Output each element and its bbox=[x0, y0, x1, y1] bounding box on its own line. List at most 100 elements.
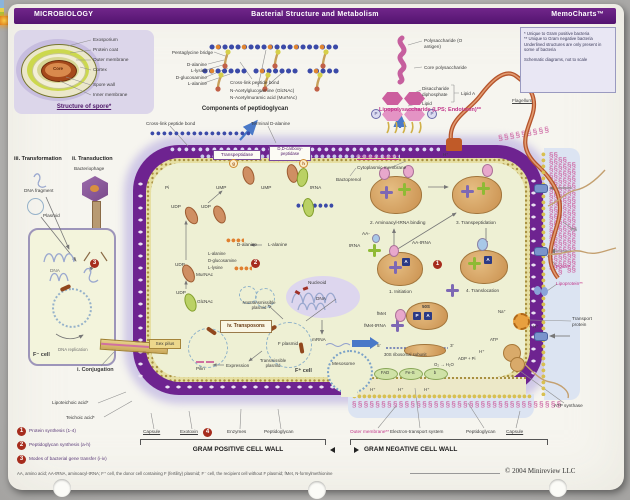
na-ion-label: Na⁺ bbox=[498, 309, 506, 314]
footer-divider bbox=[410, 473, 500, 474]
peptido-label-d-alanine: D-alanine bbox=[186, 62, 207, 67]
lps-label-lipid-a: Lipid A bbox=[461, 91, 476, 96]
pilin-strand bbox=[196, 361, 204, 363]
pentapeptide-dots bbox=[226, 238, 244, 243]
legend-item-2: Peptidoglycan synthesis (a-h) bbox=[29, 442, 91, 447]
amino-acid-ball bbox=[482, 164, 493, 177]
udp-label: UDP bbox=[201, 204, 211, 209]
phosphate-icon: P bbox=[371, 109, 381, 119]
lps-o-antigen-chain bbox=[397, 35, 407, 85]
ribosome-30s bbox=[404, 344, 446, 357]
punch-hole bbox=[53, 479, 71, 497]
peptido-label-l-alanine: L-alanine bbox=[187, 81, 207, 86]
amino-acid-ball bbox=[403, 165, 414, 178]
fad-label: FAD bbox=[380, 370, 390, 375]
h-ion-label: H⁺ bbox=[533, 324, 539, 329]
dna-replication-label: DNA replication bbox=[58, 347, 88, 352]
bead-accents-yellow bbox=[218, 49, 329, 78]
trna-icon bbox=[446, 284, 459, 297]
gram-positive-arrow bbox=[330, 447, 335, 453]
ump-label: UMP bbox=[261, 185, 272, 190]
proton-label: H⁺ bbox=[443, 152, 449, 157]
lps-label-core: Core polysaccharide bbox=[424, 65, 467, 70]
nucleoid-label: Nucleoid bbox=[308, 280, 327, 285]
peptido-label-crosslink: Cross-link peptide bond bbox=[230, 80, 280, 85]
header-section: MICROBIOLOGY bbox=[34, 11, 94, 18]
etc-complex bbox=[374, 368, 398, 380]
porin-channel bbox=[534, 184, 548, 193]
f-plus-cell-label: F⁺ cell bbox=[295, 368, 312, 374]
enzymes-label: Enzymes bbox=[227, 429, 247, 434]
dna-label: DNA bbox=[316, 296, 326, 301]
etc-complex bbox=[424, 368, 448, 380]
ribosome bbox=[452, 176, 502, 214]
lipoprotein-label: Lipoprotein** bbox=[556, 281, 583, 286]
cytoplasmic-membrane-label: Cytoplasmic membrane bbox=[357, 165, 407, 170]
flagellum bbox=[448, 71, 563, 280]
spore-caption: Structure of spore* bbox=[56, 104, 112, 110]
porin-label: Porin** bbox=[556, 264, 571, 269]
exotoxin-label: Exotoxin bbox=[180, 429, 198, 434]
pathway-number-3: 3 bbox=[90, 259, 99, 268]
f-plasmid-circle bbox=[266, 322, 312, 368]
legend-number-2: 2 bbox=[17, 441, 26, 450]
three-prime-label: 3' bbox=[450, 343, 454, 348]
pili-label: Pili bbox=[571, 227, 578, 232]
lps-lipid-hexagon bbox=[404, 108, 425, 121]
plasmid-circle bbox=[255, 288, 275, 308]
lps-core-hexagon bbox=[404, 92, 425, 105]
peptido-label-pentaglycine: Pentaglycine bridge bbox=[171, 50, 213, 55]
mesosome-neck bbox=[341, 384, 357, 397]
lps-label-disaccharide: Disaccharide diphosphate bbox=[422, 86, 450, 97]
d-alanine-label: D-alanine bbox=[236, 242, 257, 247]
note-line-4: Schematic diagrams, not to scale bbox=[524, 57, 588, 63]
conjugation-title: i. Conjugation bbox=[77, 367, 114, 373]
outer-membrane-label: Outer membrane** bbox=[350, 429, 390, 434]
plasmid-label: Plasmid bbox=[43, 213, 60, 218]
amino-acid-ball bbox=[372, 234, 380, 243]
fmet-ball bbox=[395, 309, 406, 322]
pathway-number-2: 2 bbox=[251, 259, 260, 268]
mrna-flow-arrowhead bbox=[370, 337, 379, 349]
capsule-label: Capsule bbox=[143, 429, 161, 434]
legend-number-3: 3 bbox=[17, 455, 26, 464]
phosphate-icon: P bbox=[427, 109, 437, 119]
trna-icon bbox=[461, 185, 474, 198]
udp-label: UDP bbox=[175, 262, 185, 267]
expression-label: Expression bbox=[226, 363, 250, 368]
trna-icon bbox=[468, 257, 481, 270]
lps-squiggle-texture: §§§§§§§§§§§§§§§§§§§§§§§§§§§§§§§§§ bbox=[558, 156, 567, 276]
a-site: A bbox=[402, 258, 410, 266]
header-bar: MICROBIOLOGY Bacterial Structure and Met… bbox=[14, 8, 616, 24]
aa-trna-label: AA-tRNA bbox=[412, 240, 432, 245]
plasmid-ring bbox=[27, 198, 44, 215]
bacteriophage-label: Bacteriophage bbox=[74, 166, 105, 171]
transduction-title: ii. Transduction bbox=[72, 156, 113, 162]
transport-protein-shape bbox=[513, 313, 530, 330]
transposons-title: iv. Transposons bbox=[220, 320, 272, 333]
cytochrome-b-label: b bbox=[433, 370, 437, 375]
spore-label-inner-membrane: Inner membrane bbox=[93, 92, 128, 97]
pilin-strand bbox=[206, 361, 214, 363]
lipoprotein-shape bbox=[541, 287, 548, 296]
peptido-label-d-glucosamine: D-glucosamine bbox=[175, 75, 207, 80]
note-line-3: Underlined structures are only present i… bbox=[524, 41, 602, 53]
f-minus-cell-label: F⁻ cell bbox=[33, 352, 50, 358]
pilin-label: Pilin bbox=[196, 366, 205, 371]
porin-channel bbox=[534, 332, 548, 341]
spore-label-outer-membrane: Outer membrane bbox=[93, 57, 129, 62]
spore-core-shape bbox=[45, 63, 71, 77]
transpeptidase-enzyme: Transpeptidase bbox=[213, 150, 261, 160]
replicating-plasmid bbox=[52, 288, 92, 328]
porin-channel bbox=[534, 247, 548, 256]
a-site: A bbox=[484, 256, 492, 264]
translation-step-1: 1. Initiation bbox=[389, 289, 412, 294]
peptidoglycan-label: Peptidoglycan bbox=[264, 429, 294, 434]
carboxypeptidase-enzyme: D,D-carboxy-peptidase bbox=[269, 146, 311, 161]
amino-acid-ball bbox=[379, 167, 390, 180]
lps-label-o-antigen: Polysaccharide (O antigen) bbox=[424, 38, 463, 49]
lps-squiggle-texture: §§§§§§§§§§§§§§§§§§§§§§§§§§§§§§§§§§§§ bbox=[352, 400, 563, 409]
mesosome-label: Mesosome bbox=[332, 361, 355, 366]
